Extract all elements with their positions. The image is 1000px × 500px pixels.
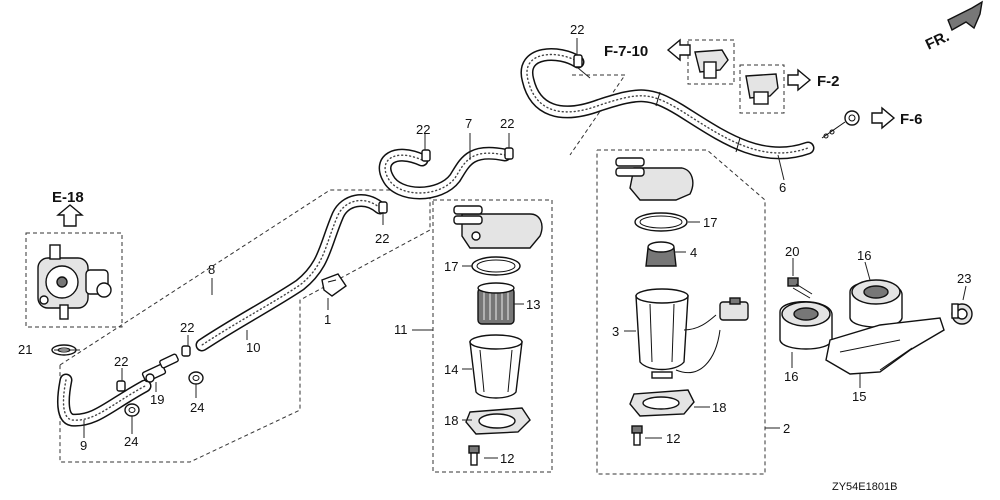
hose-9 (57, 373, 152, 427)
leader-lines (54, 38, 967, 459)
hose-clip-22-a (421, 149, 431, 162)
callout-16-upper: 16 (857, 248, 871, 263)
cup-14 (469, 334, 523, 399)
callout-19: 19 (150, 392, 164, 407)
callout-22-hose10: 22 (375, 231, 389, 246)
ref-f2: F-2 (817, 73, 840, 90)
joint-19 (141, 353, 179, 383)
arrow-f710 (666, 38, 691, 62)
group-frames (25, 39, 785, 475)
cup-3 (635, 288, 721, 379)
callout-13: 13 (526, 297, 540, 312)
bolt-12-left (468, 445, 480, 466)
o-ring-17-right (634, 212, 688, 232)
front-direction-indicator: FR. (923, 0, 983, 54)
callout-18-left: 18 (444, 413, 458, 428)
diagram-code: ZY54E1801B (832, 481, 897, 493)
callout-8: 8 (208, 262, 215, 277)
callout-20: 20 (785, 244, 799, 259)
reference-labels: E-18 F-7-10 F-2 F-6 (52, 43, 923, 206)
callout-3: 3 (612, 324, 619, 339)
plate-18-right (629, 389, 695, 417)
callout-22-top: 22 (570, 22, 584, 37)
o-ring-17-left (471, 256, 521, 276)
clamp-24-lower (124, 403, 140, 417)
callout-24-right: 24 (190, 400, 204, 415)
ref-e18: E-18 (52, 189, 84, 206)
sensor-connector (719, 297, 749, 321)
arrow-f6 (871, 106, 896, 130)
hose-10 (195, 194, 387, 352)
callout-22-upper-right: 22 (500, 116, 514, 131)
callout-22-upper-left: 22 (416, 122, 430, 137)
frame-clip-f710 (687, 39, 735, 85)
hose-6 (520, 48, 815, 160)
hose-clip-22-c (378, 201, 388, 214)
callout-11: 11 (394, 322, 408, 337)
callout-10: 10 (246, 340, 260, 355)
callout-12-left: 12 (500, 451, 514, 466)
callout-12-right: 12 (666, 431, 680, 446)
hose-clip-22-b (504, 147, 514, 160)
callout-17-right: 17 (703, 215, 717, 230)
frame-pump (25, 232, 123, 328)
callout-9: 9 (80, 438, 87, 453)
frame-filter-2 (596, 149, 766, 475)
fuel-pump (37, 244, 112, 320)
callout-2: 2 (783, 421, 790, 436)
clip-f710 (694, 49, 729, 79)
bracket-15 (825, 317, 945, 375)
callouts: 22 7 22 22 22 8 1 10 22 22 21 19 24 24 9… (18, 22, 971, 466)
bolt-12-right (631, 425, 643, 446)
callout-24-lower: 24 (124, 434, 138, 449)
filter-cap-11 (453, 205, 543, 249)
callout-4: 4 (690, 245, 697, 260)
callout-14: 14 (444, 362, 458, 377)
callout-7: 7 (465, 116, 472, 131)
callout-16-lower: 16 (784, 369, 798, 384)
callout-23: 23 (957, 271, 971, 286)
ref-f710: F-7-10 (604, 43, 648, 60)
callout-21: 21 (18, 342, 32, 357)
hose-clip-22-d (573, 54, 583, 68)
holder-16-lower (779, 301, 833, 350)
clamp-24-right (188, 371, 204, 385)
callout-6: 6 (779, 180, 786, 195)
callout-1: 1 (324, 312, 331, 327)
callout-17-left: 17 (444, 259, 458, 274)
ref-f6: F-6 (900, 111, 923, 128)
callout-22-left: 22 (114, 354, 128, 369)
frame-filter-11 (432, 199, 553, 473)
clip-f2 (745, 73, 779, 105)
hose-7 (378, 146, 512, 200)
callout-15: 15 (852, 389, 866, 404)
nut-23 (951, 303, 973, 325)
callout-18-right: 18 (712, 400, 726, 415)
frame-clip-f2 (739, 64, 785, 114)
filter-cap-2 (615, 157, 694, 201)
frame-hose6-link (569, 74, 626, 156)
bolt-20 (787, 277, 813, 299)
arrow-e18 (56, 204, 84, 227)
holder-16-upper (849, 279, 903, 328)
terminal-f6 (821, 110, 860, 139)
hose-clip-22-left (116, 380, 126, 392)
clip-1 (321, 273, 347, 297)
plate-18-left (465, 407, 531, 435)
front-label: FR. (923, 28, 952, 54)
float-4 (645, 241, 677, 267)
callout-22-mid: 22 (180, 320, 194, 335)
arrow-f2 (787, 68, 812, 92)
hose-clip-22-mid (181, 345, 191, 357)
frame-hose-group (59, 189, 431, 463)
element-13 (477, 282, 515, 325)
